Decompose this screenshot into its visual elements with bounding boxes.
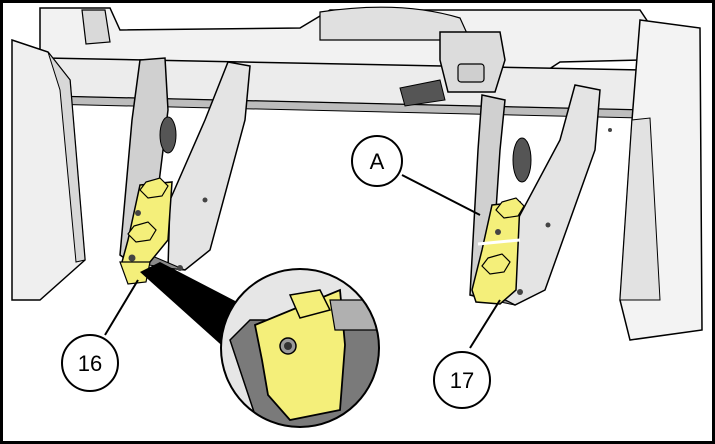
center-bracket <box>440 32 505 92</box>
callout-17: 17 <box>434 352 490 408</box>
callout-a: A <box>352 136 402 186</box>
callout-17-label: 17 <box>450 368 474 393</box>
callout-a-label: A <box>370 149 385 174</box>
callout-16-label: 16 <box>78 351 102 376</box>
callout-16: 16 <box>62 335 118 391</box>
